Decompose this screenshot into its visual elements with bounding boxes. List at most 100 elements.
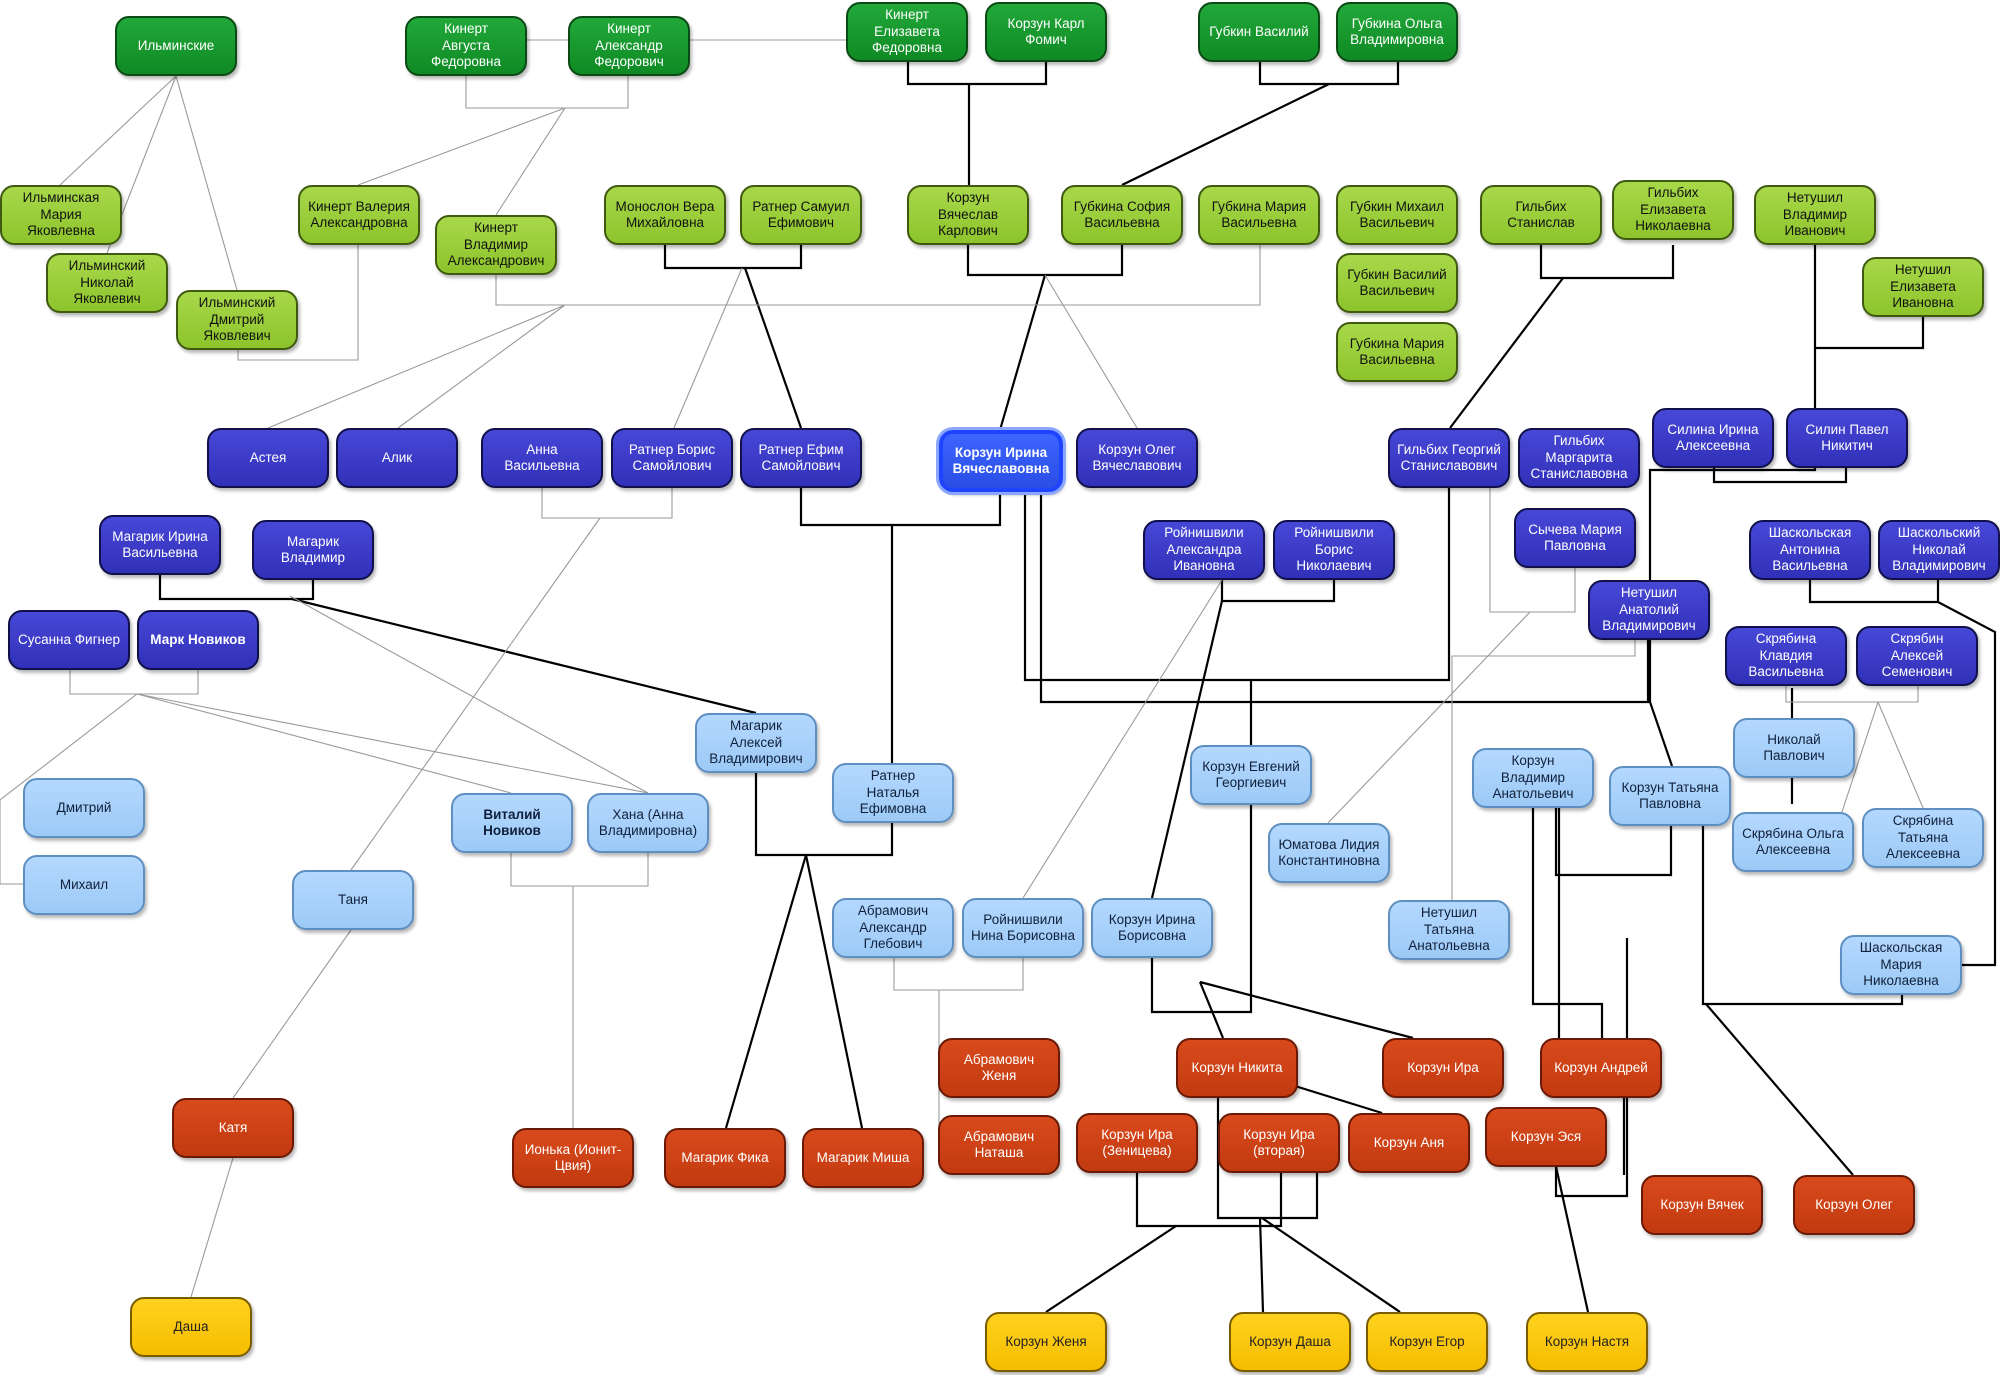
secondary-connector-line bbox=[175, 75, 238, 291]
node-korzun-ira-vtoraya[interactable]: Корзун Ира (вторая) bbox=[1218, 1113, 1340, 1173]
node-kinert-aleksandr[interactable]: Кинерт Александр Федорович bbox=[568, 16, 690, 76]
family-connector-line bbox=[1220, 580, 1336, 603]
node-sycheva-mariya[interactable]: Сычева Мария Павловна bbox=[1514, 508, 1636, 568]
node-gilbikh-stanislav[interactable]: Гильбих Станислав bbox=[1480, 185, 1602, 245]
node-abramovich-natasha[interactable]: Абрамович Наташа bbox=[938, 1115, 1060, 1175]
node-skryabin-aleksey[interactable]: Скрябин Алексей Семенович bbox=[1856, 626, 1978, 686]
node-gubkin-vasiliy[interactable]: Губкин Василий bbox=[1198, 2, 1320, 62]
node-korzun-ira[interactable]: Корзун Ира bbox=[1382, 1038, 1504, 1098]
node-netushil-anatoliy[interactable]: Нетушил Анатолий Владимирович bbox=[1588, 580, 1710, 640]
node-kinert-avgusta[interactable]: Кинерт Августа Федоровна bbox=[405, 16, 527, 76]
node-korzun-zhenya[interactable]: Корзун Женя bbox=[985, 1312, 1107, 1372]
node-alik[interactable]: Алик bbox=[336, 428, 458, 488]
secondary-connector-line bbox=[232, 929, 352, 1099]
node-korzun-ira-zenitseva[interactable]: Корзун Ира (Зеницева) bbox=[1076, 1113, 1198, 1173]
node-gubkin-vasiliy-2[interactable]: Губкин Василий Васильевич bbox=[1336, 253, 1458, 313]
node-magarik-aleksey[interactable]: Магарик Алексей Владимирович bbox=[695, 713, 817, 773]
node-katya[interactable]: Катя bbox=[172, 1098, 294, 1158]
node-ratner-natalya[interactable]: Ратнер Наталья Ефимовна bbox=[832, 763, 954, 823]
node-roynishvili-aleksandra[interactable]: Ройнишвили Александра Ивановна bbox=[1143, 520, 1265, 580]
node-gubkina-olga[interactable]: Губкина Ольга Владимировна bbox=[1336, 2, 1458, 62]
node-kinert-vladimir[interactable]: Кинерт Владимир Александрович bbox=[435, 215, 557, 275]
node-silina-irina[interactable]: Силина Ирина Алексеевна bbox=[1652, 408, 1774, 468]
node-magarik-vladimir[interactable]: Магарик Владимир bbox=[252, 520, 374, 580]
node-ilminskiy-nikolay[interactable]: Ильминский Николай Яковлевич bbox=[46, 253, 168, 313]
node-gilbikh-margarita[interactable]: Гильбих Маргарита Станиславовна bbox=[1518, 428, 1640, 488]
node-korzun-karl[interactable]: Корзун Карл Фомич bbox=[985, 2, 1107, 62]
node-kinert-valeriya[interactable]: Кинерт Валерия Александровна bbox=[298, 185, 420, 245]
node-ilminskaya-mariya[interactable]: Ильминская Мария Яковлевна bbox=[0, 185, 122, 245]
node-gubkina-mariya-1[interactable]: Губкина Мария Васильевна bbox=[1198, 185, 1320, 245]
node-ilminskie[interactable]: Ильминские bbox=[115, 16, 237, 76]
secondary-connector-line bbox=[0, 693, 138, 885]
node-korzun-vyachek[interactable]: Корзун Вячек bbox=[1641, 1175, 1763, 1235]
secondary-connector-line bbox=[673, 267, 743, 429]
node-korzun-nastya[interactable]: Корзун Настя bbox=[1526, 1312, 1648, 1372]
node-shaskolskaya-mariya[interactable]: Шаскольская Мария Николаевна bbox=[1840, 935, 1962, 995]
node-tanya[interactable]: Таня bbox=[292, 870, 414, 930]
node-dasha[interactable]: Даша bbox=[130, 1297, 252, 1357]
secondary-connector-line bbox=[350, 517, 601, 871]
node-ratner-samuil[interactable]: Ратнер Самуил Ефимович bbox=[740, 185, 862, 245]
node-korzun-dasha[interactable]: Корзун Даша bbox=[1229, 1312, 1351, 1372]
node-netushil-vladimir[interactable]: Нетушил Владимир Иванович bbox=[1754, 185, 1876, 245]
node-gubkin-mikhail[interactable]: Губкин Михаил Васильевич bbox=[1336, 185, 1458, 245]
node-silin-pavel[interactable]: Силин Павел Никитич bbox=[1786, 408, 1908, 468]
node-korzun-oleg-vyacheslavovich[interactable]: Корзун Олег Вячеславович bbox=[1076, 428, 1198, 488]
node-ionka[interactable]: Ионька (Ионит- Цвия) bbox=[512, 1128, 634, 1188]
node-mikhail[interactable]: Михаил bbox=[23, 855, 145, 915]
node-dmitriy[interactable]: Дмитрий bbox=[23, 778, 145, 838]
node-magarik-irina[interactable]: Магарик Ирина Васильевна bbox=[99, 515, 221, 575]
node-yumatova-lidiya[interactable]: Юматова Лидия Константиновна bbox=[1268, 823, 1390, 883]
node-korzun-vladimir[interactable]: Корзун Владимир Анатольевич bbox=[1472, 748, 1594, 808]
node-roynishvili-nina[interactable]: Ройнишвили Нина Борисовна bbox=[962, 898, 1084, 958]
node-netushil-elizaveta[interactable]: Нетушил Елизавета Ивановна bbox=[1862, 257, 1984, 317]
node-ilminskiy-dmitriy[interactable]: Ильминский Дмитрий Яковлевич bbox=[176, 290, 298, 350]
node-monoszon-vera[interactable]: Монослон Вера Михайловна bbox=[604, 185, 726, 245]
node-gubkina-sofiya[interactable]: Губкина София Васильевна bbox=[1061, 185, 1183, 245]
node-korzun-egor[interactable]: Корзун Егор bbox=[1366, 1312, 1488, 1372]
node-skryabina-klavdiya[interactable]: Скрябина Клавдия Васильевна bbox=[1725, 626, 1847, 686]
secondary-connector-line bbox=[136, 693, 512, 794]
node-vitaliy-novikov[interactable]: Виталий Новиков bbox=[451, 793, 573, 853]
node-susanna-figner[interactable]: Сусанна Фигнер bbox=[8, 610, 130, 670]
node-abramovich-aleksandr[interactable]: Абрамович Александр Глебович bbox=[832, 898, 954, 958]
node-anna-vasilevna[interactable]: Анна Васильевна bbox=[481, 428, 603, 488]
node-netushil-tatyana[interactable]: Нетушил Татьяна Анатольевна bbox=[1388, 900, 1510, 960]
node-shaskolskiy-nikolay[interactable]: Шаскольский Николай Владимирович bbox=[1878, 520, 2000, 580]
node-gubkina-mariya-2[interactable]: Губкина Мария Васильевна bbox=[1336, 322, 1458, 382]
node-korzun-tatyana[interactable]: Корзун Татьяна Павловна bbox=[1609, 766, 1731, 826]
node-korzun-vyacheslav[interactable]: Корзун Вячеслав Карлович bbox=[907, 185, 1029, 245]
node-korzun-nikita[interactable]: Корзун Никита bbox=[1176, 1038, 1298, 1098]
family-connector-line bbox=[1199, 980, 1414, 1040]
node-korzun-irina-vyacheslavovna[interactable]: Корзун Ирина Вячеславовна bbox=[939, 430, 1063, 492]
family-connector-line bbox=[1449, 277, 1564, 429]
node-gilbikh-elizaveta[interactable]: Гильбих Елизавета Николаевна bbox=[1612, 180, 1734, 240]
secondary-connector-line bbox=[136, 693, 649, 794]
secondary-connector-line bbox=[495, 107, 566, 216]
node-mark-novikov[interactable]: Марк Новиков bbox=[137, 610, 259, 670]
family-connector-line bbox=[1531, 808, 1604, 1038]
node-shaskolskaya-antonina[interactable]: Шаскольская Антонина Васильевна bbox=[1749, 520, 1871, 580]
family-connector-line bbox=[1808, 580, 1940, 604]
node-korzun-irina-borisovna[interactable]: Корзун Ирина Борисовна bbox=[1091, 898, 1213, 958]
node-skryabina-olga[interactable]: Скрябина Ольга Алексеевна bbox=[1732, 812, 1854, 872]
secondary-connector-line bbox=[397, 304, 566, 429]
node-asteya[interactable]: Астея bbox=[207, 428, 329, 488]
node-abramovich-zhenya[interactable]: Абрамович Женя bbox=[938, 1038, 1060, 1098]
node-korzun-anya[interactable]: Корзун Аня bbox=[1348, 1113, 1470, 1173]
node-nikolay-pavlovich[interactable]: Николай Павлович bbox=[1733, 718, 1855, 778]
node-korzun-esya[interactable]: Корзун Эся bbox=[1485, 1107, 1607, 1167]
node-magarik-fika[interactable]: Магарик Фика bbox=[664, 1128, 786, 1188]
node-korzun-oleg[interactable]: Корзун Олег bbox=[1793, 1175, 1915, 1235]
node-korzun-evgeniy[interactable]: Корзун Евгений Георгиевич bbox=[1190, 745, 1312, 805]
node-magarik-misha[interactable]: Магарик Миша bbox=[802, 1128, 924, 1188]
node-kinert-elizaveta[interactable]: Кинерт Елизавета Федоровна bbox=[846, 2, 968, 62]
node-ratner-efim[interactable]: Ратнер Ефим Самойлович bbox=[740, 428, 862, 488]
node-gilbikh-georgiy[interactable]: Гильбих Георгий Станиславович bbox=[1388, 428, 1510, 488]
node-korzun-andrey[interactable]: Корзун Андрей bbox=[1540, 1038, 1662, 1098]
node-khana[interactable]: Хана (Анна Владимировна) bbox=[587, 793, 709, 853]
node-roynishvili-boris[interactable]: Ройнишвили Борис Николаевич bbox=[1273, 520, 1395, 580]
node-ratner-boris[interactable]: Ратнер Борис Самойлович bbox=[611, 428, 733, 488]
node-skryabina-tatyana[interactable]: Скрябина Татьяна Алексеевна bbox=[1862, 808, 1984, 868]
